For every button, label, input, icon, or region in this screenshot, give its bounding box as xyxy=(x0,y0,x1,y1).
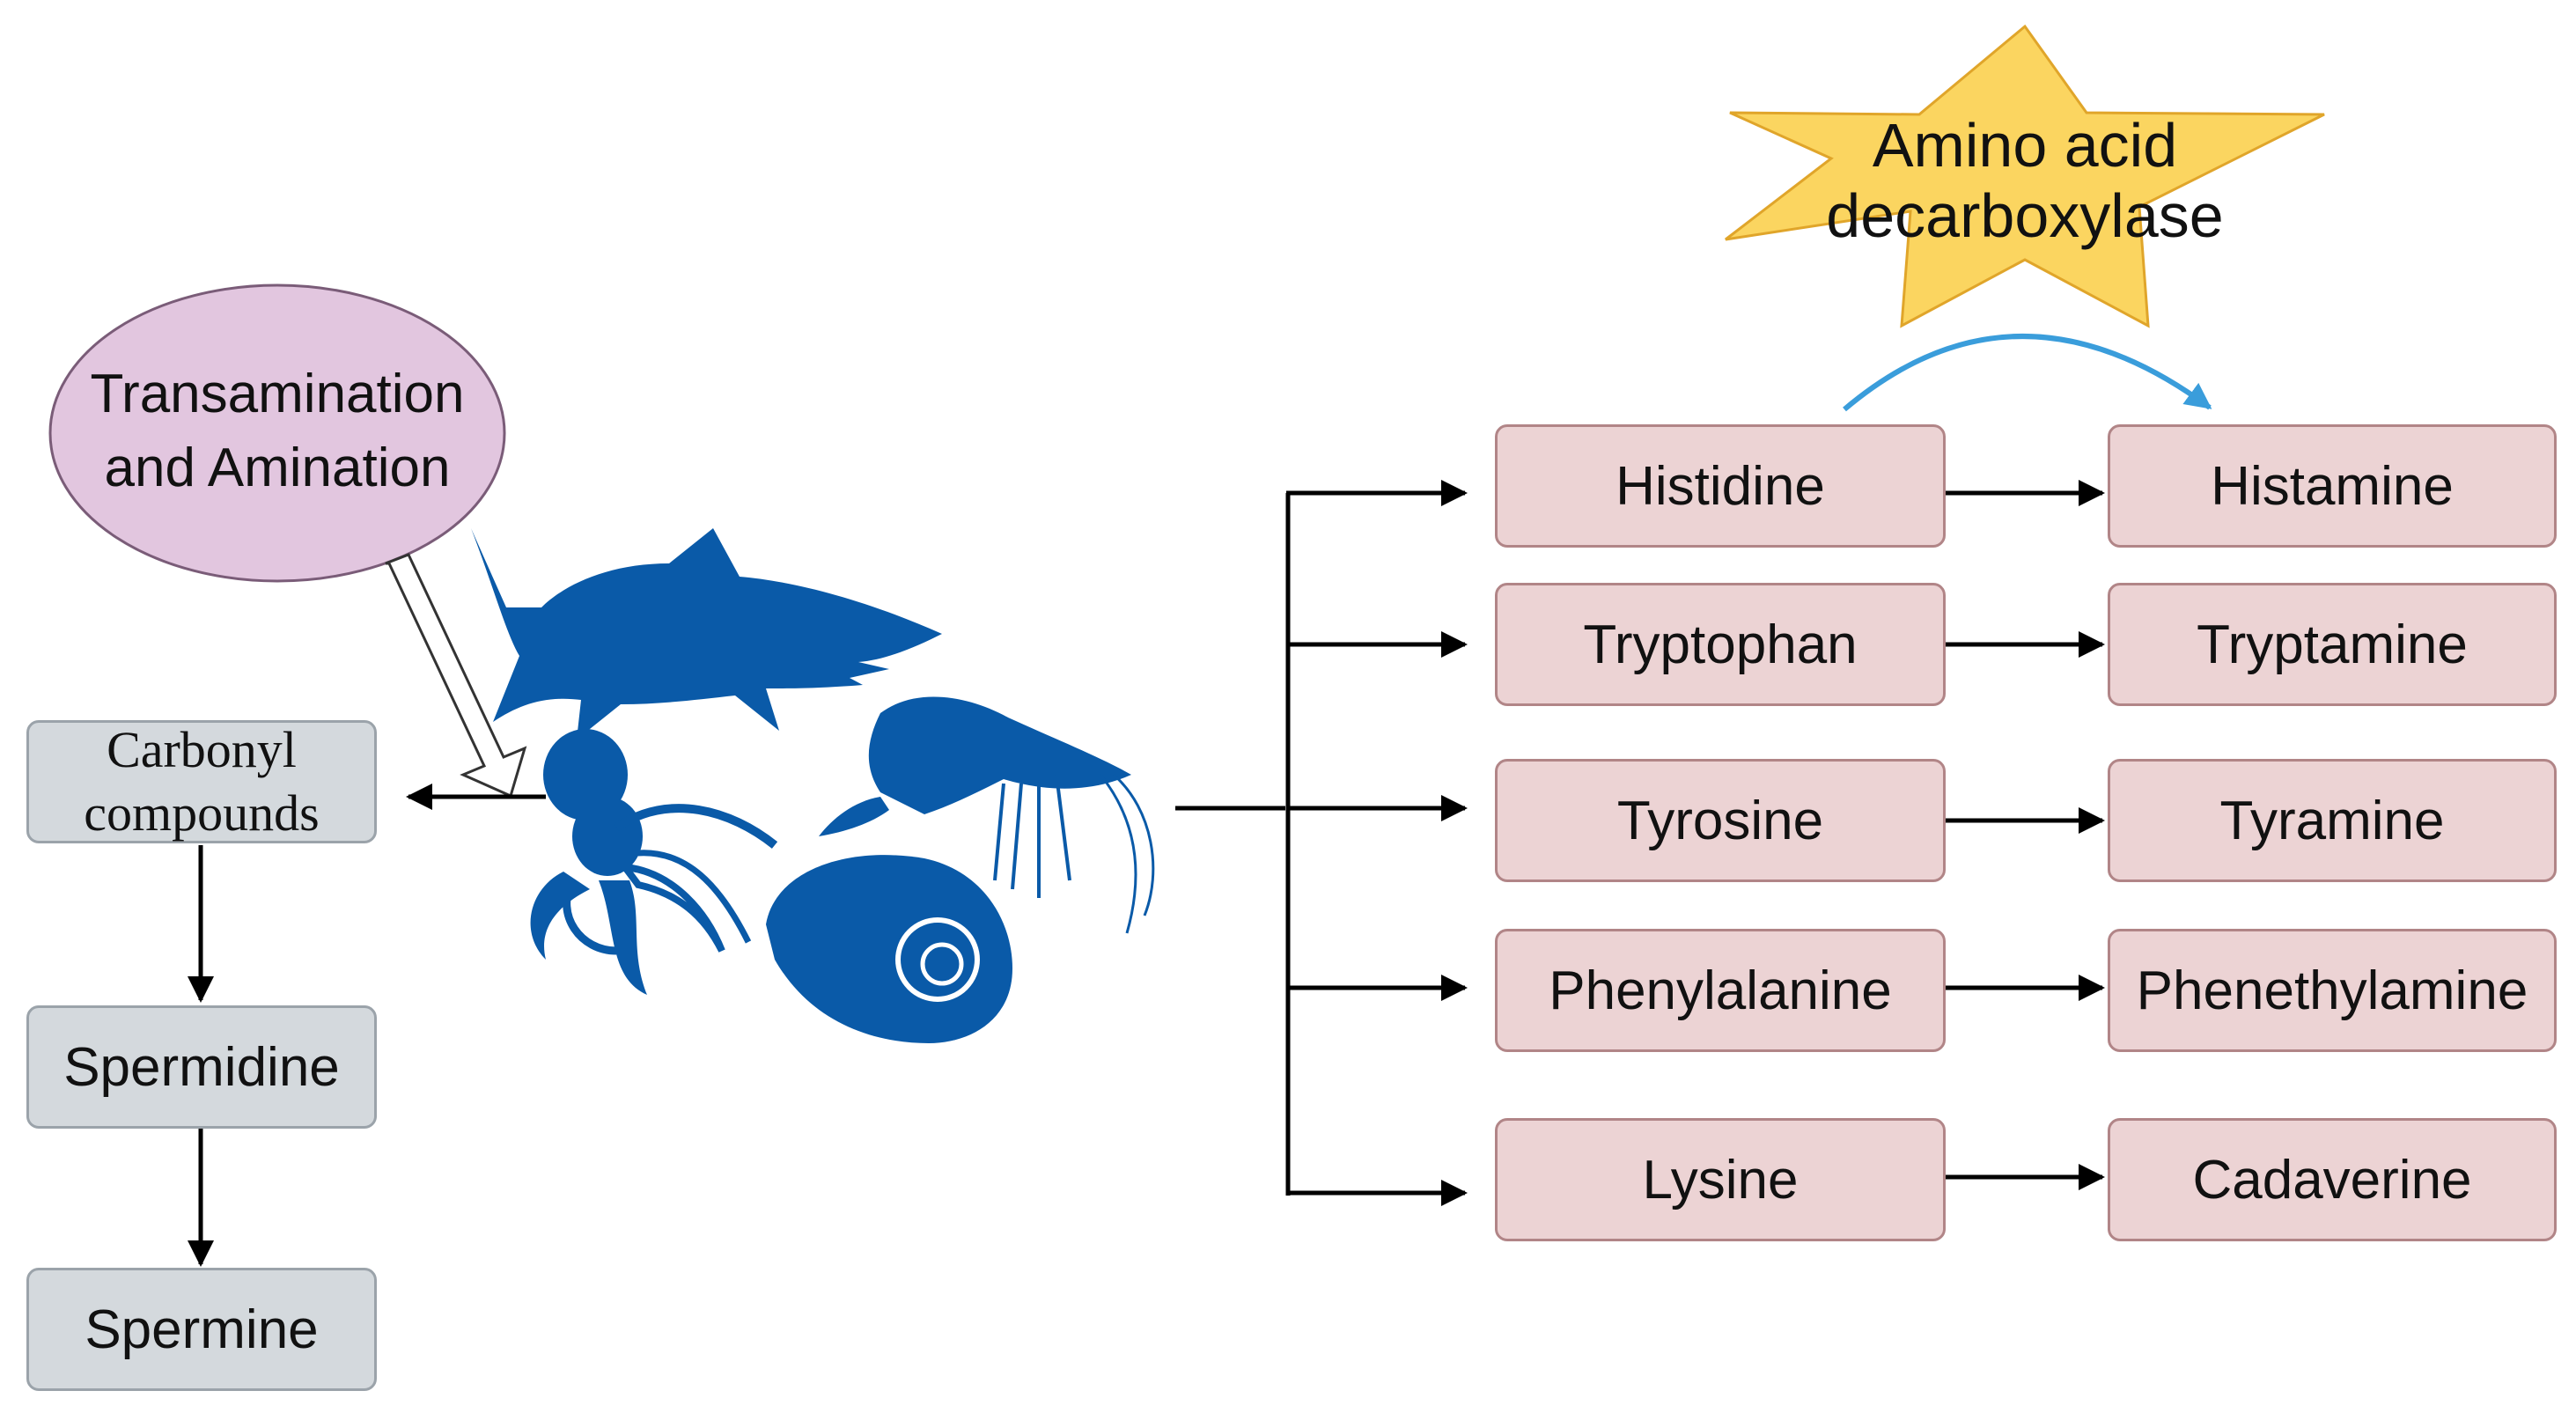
amino-acid-box-histidine: Histidine xyxy=(1495,424,1946,548)
process-label-line2: and Amination xyxy=(104,438,451,498)
spermidine-label: Spermidine xyxy=(63,1036,340,1098)
process-label: Transamination and Amination xyxy=(53,348,502,515)
process-ellipse xyxy=(48,283,506,583)
process-label-line1: Transamination xyxy=(90,364,465,425)
amine-box-tyramine: Tyramine xyxy=(2108,759,2557,882)
carbonyl-line2: compounds xyxy=(84,784,320,842)
carbonyl-compounds-box: Carbonyl compounds xyxy=(26,720,377,843)
enzyme-label-line2: decarboxylase xyxy=(1826,181,2224,250)
amine-box-tryptamine: Tryptamine xyxy=(2108,583,2557,706)
spermine-label: Spermine xyxy=(85,1299,319,1360)
hollow-arrow xyxy=(385,553,527,798)
spermidine-box: Spermidine xyxy=(26,1005,377,1129)
amine-label: Tyramine xyxy=(2219,790,2445,851)
spermine-box: Spermine xyxy=(26,1268,377,1391)
amino-acid-label: Lysine xyxy=(1642,1149,1799,1211)
enzyme-label-line1: Amino acid xyxy=(1872,110,2178,180)
shrimp-icon xyxy=(819,696,1155,934)
nautilus-shell-icon xyxy=(766,855,1012,1043)
enzyme-star xyxy=(1725,24,2325,328)
amino-acid-label: Histidine xyxy=(1616,455,1825,517)
amine-label: Phenethylamine xyxy=(2136,960,2528,1021)
enzyme-label: Amino acid decarboxylase xyxy=(1743,92,2307,269)
amine-label: Cadaverine xyxy=(2192,1149,2472,1211)
amine-box-phenethylamine: Phenethylamine xyxy=(2108,929,2557,1052)
amine-box-cadaverine: Cadaverine xyxy=(2108,1118,2557,1241)
amino-acid-label: Tryptophan xyxy=(1583,614,1858,675)
seafood-group xyxy=(471,528,1155,1043)
amino-acid-box-phenylalanine: Phenylalanine xyxy=(1495,929,1946,1052)
carbonyl-line1: Carbonyl xyxy=(107,720,297,778)
shark-icon xyxy=(471,528,942,740)
amine-box-histamine: Histamine xyxy=(2108,424,2557,548)
octopus-icon xyxy=(530,729,778,995)
amino-acid-box-lysine: Lysine xyxy=(1495,1118,1946,1241)
amine-label: Tryptamine xyxy=(2197,614,2468,675)
amino-acid-label: Tyrosine xyxy=(1616,790,1824,851)
amino-acid-label: Phenylalanine xyxy=(1549,960,1892,1021)
amine-label: Histamine xyxy=(2211,455,2454,517)
amino-acid-box-tryptophan: Tryptophan xyxy=(1495,583,1946,706)
enzyme-arrow xyxy=(1843,334,2212,412)
amino-acid-box-tyrosine: Tyrosine xyxy=(1495,759,1946,882)
